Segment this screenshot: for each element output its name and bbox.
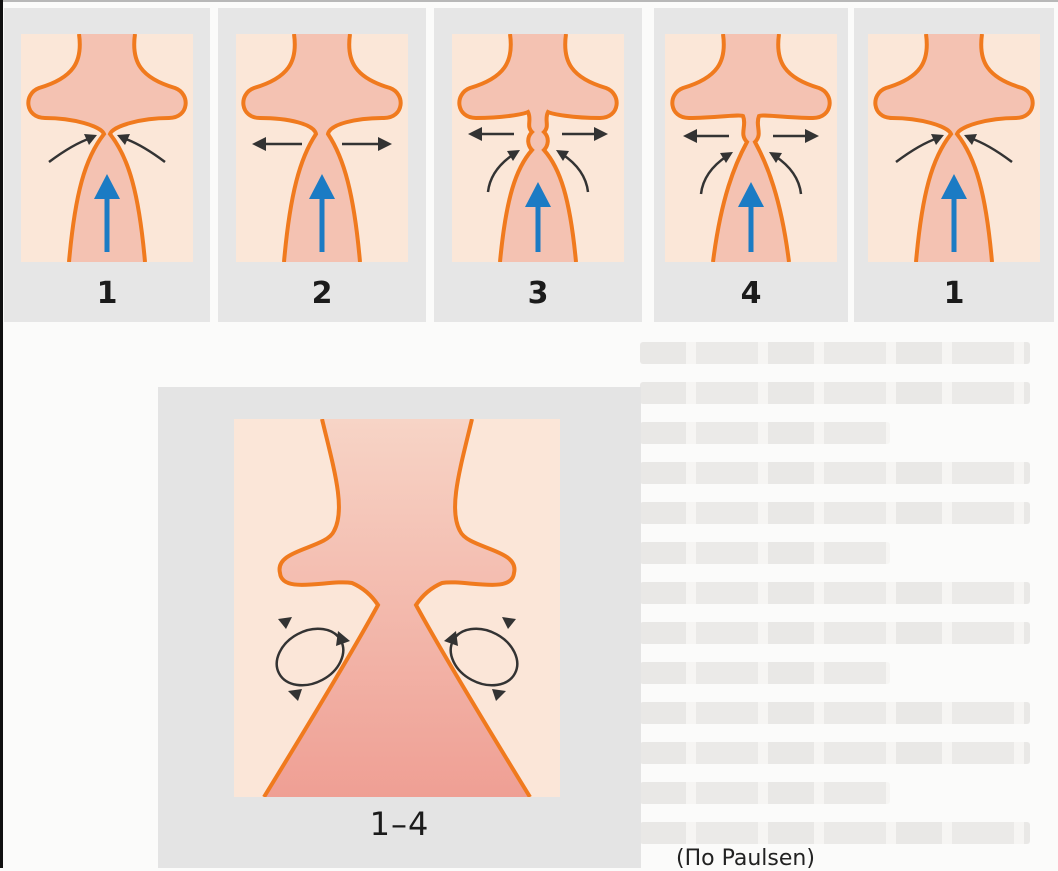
background-text-line <box>640 782 890 804</box>
background-text-line <box>640 742 1030 764</box>
phase-number: 1 <box>854 276 1054 311</box>
phase-number: 1 <box>4 276 210 311</box>
source-credit: (По Paulsen) <box>676 846 815 871</box>
vocal-fold-closing-diagram <box>665 34 837 262</box>
phase-panel-4: 4 <box>654 8 848 322</box>
background-text-line <box>640 662 890 684</box>
phase-panel-2: 2 <box>218 8 426 322</box>
background-text-line <box>640 542 890 564</box>
background-text-line <box>640 382 1030 404</box>
phase-number: 2 <box>218 276 426 311</box>
left-frame-line <box>0 0 3 868</box>
background-text-line <box>640 822 1030 844</box>
background-text-line <box>640 502 1030 524</box>
vocal-fold-vortex-diagram <box>234 419 560 797</box>
background-text-line <box>640 422 890 444</box>
top-rule <box>0 0 1058 2</box>
vocal-fold-open-diagram <box>452 34 624 262</box>
phase-panel-1: 1 <box>4 8 210 322</box>
background-text-line <box>640 342 1030 364</box>
vocal-fold-opening-diagram <box>236 34 408 262</box>
summary-panel: 1–4 <box>158 387 641 868</box>
phase-panel-3: 3 <box>434 8 642 322</box>
vocal-fold-closed-diagram <box>868 34 1040 262</box>
background-text-line <box>640 582 1030 604</box>
phase-number: 4 <box>654 276 848 311</box>
phase-panel-5: 1 <box>854 8 1054 322</box>
background-text-block <box>640 330 1058 868</box>
background-text-line <box>640 462 1030 484</box>
vocal-fold-closed-diagram <box>21 34 193 262</box>
background-text-line <box>640 622 1030 644</box>
summary-label: 1–4 <box>158 805 641 843</box>
phase-number: 3 <box>434 276 642 311</box>
background-text-line <box>640 702 1030 724</box>
